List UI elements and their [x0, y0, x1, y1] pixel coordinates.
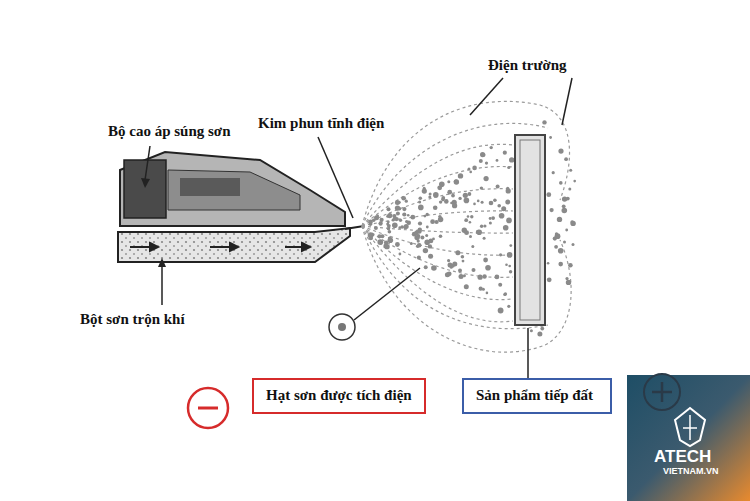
logo-text: ATECH: [654, 447, 711, 467]
box-text: Hạt sơn được tích điện: [266, 386, 412, 406]
logo-text: VIETNAM.VN: [663, 466, 719, 476]
label-box: Hạt sơn được tích điện: [252, 378, 426, 414]
minus-symbol: [188, 388, 228, 428]
logo-ground: [627, 375, 750, 501]
plus-symbol: [644, 374, 680, 410]
part-label: Điện trường: [488, 56, 567, 74]
label-box: Sản phẩm tiếp đất: [462, 378, 612, 414]
part-label: Kim phun tĩnh điện: [258, 114, 384, 132]
part-label: Bộ cao áp súng sơn: [108, 122, 231, 140]
part-label: Bột sơn trộn khí: [80, 310, 185, 328]
box-text: Sản phẩm tiếp đất: [476, 386, 593, 406]
